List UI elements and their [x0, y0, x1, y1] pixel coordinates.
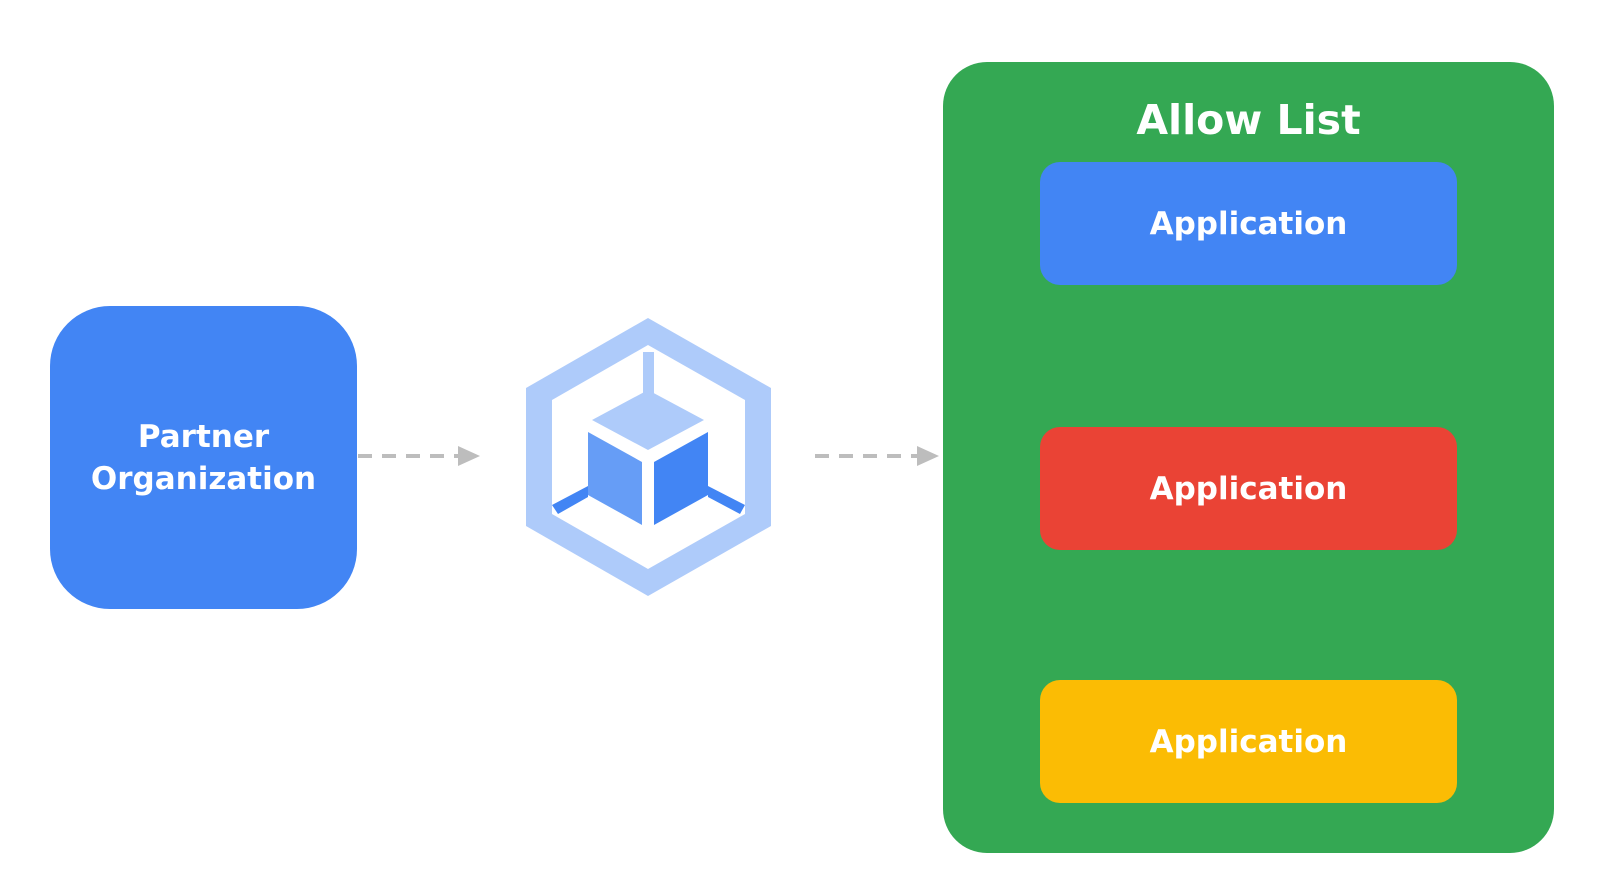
cube-left-face: [588, 432, 642, 525]
hexagon-cube-icon: [526, 318, 771, 596]
arrow-head-icon: [458, 446, 480, 466]
arrow-head-icon: [917, 446, 939, 466]
partner-organization-node: Partner Organization: [50, 306, 357, 609]
cube-right-face: [654, 432, 708, 525]
cube-left-strut: [552, 486, 588, 514]
cube-top-face: [592, 390, 704, 450]
allow-list-panel: Allow List Application Application Appli…: [943, 62, 1554, 853]
edge-gateway-to-allow-list: [815, 446, 939, 466]
cube-top-connector: [643, 352, 654, 394]
application-node-blue: Application: [1040, 162, 1457, 285]
application-node-yellow: Application: [1040, 680, 1457, 803]
cube-right-strut: [708, 486, 745, 514]
edge-partner-to-gateway: [358, 446, 480, 466]
hexagon-inner: [552, 345, 745, 569]
allow-list-title: Allow List: [1136, 96, 1361, 144]
application-node-red: Application: [1040, 427, 1457, 550]
